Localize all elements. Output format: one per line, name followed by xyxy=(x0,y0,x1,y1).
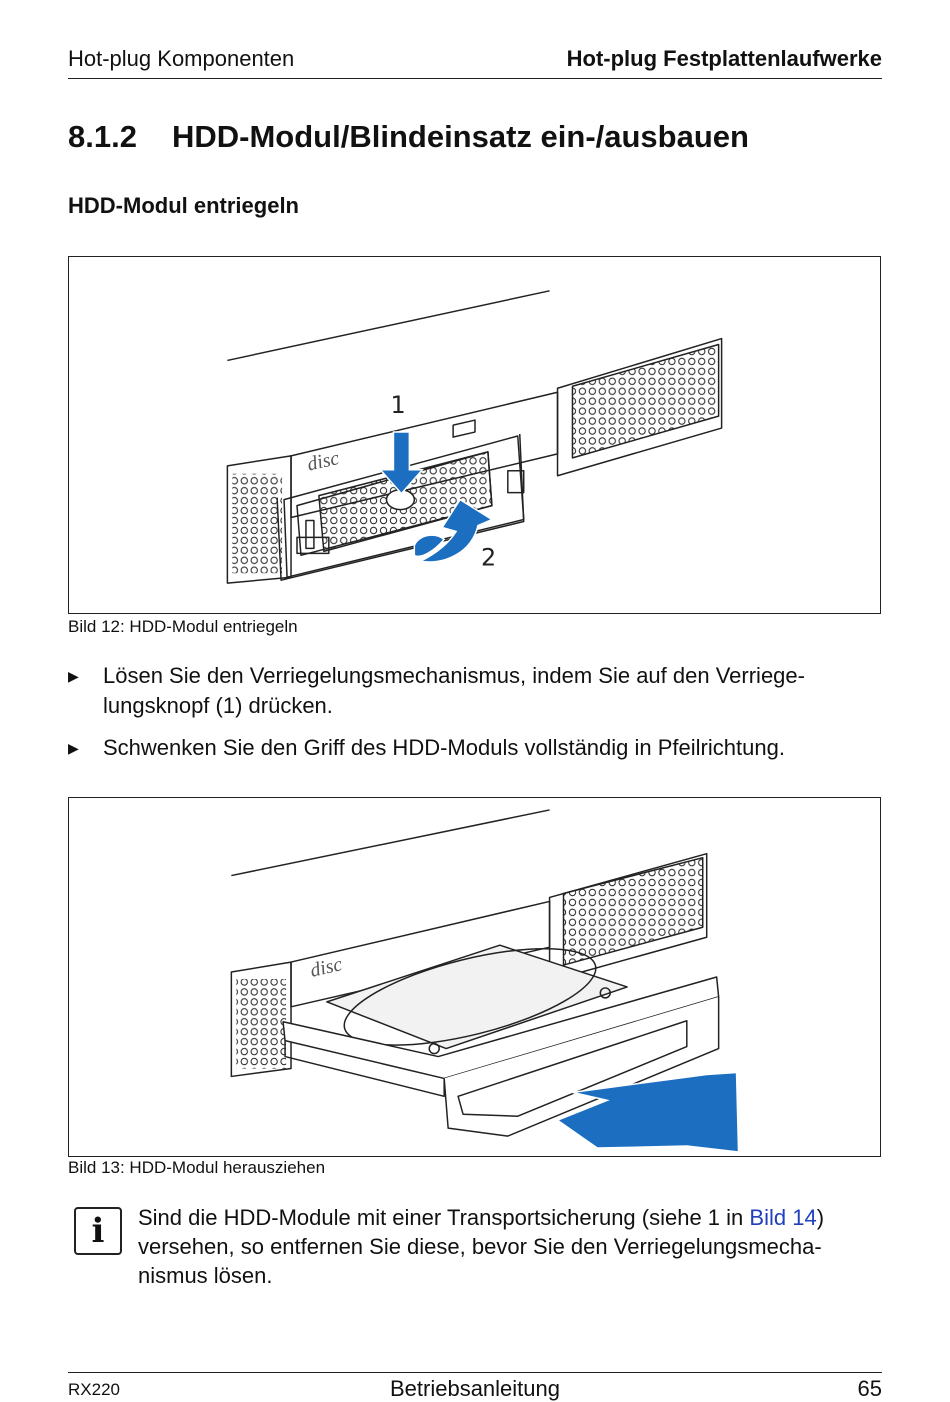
running-header-section: Hot-plug Festplattenlaufwerke xyxy=(566,46,882,71)
info-icon: i xyxy=(74,1207,122,1255)
info-note: Sind die HDD-Module mit einer Transports… xyxy=(138,1205,825,1288)
bullet-text: Lösen Sie den Verriegelungsmechanismus, … xyxy=(103,663,805,718)
figure-hdd-unlock: disc 1 2 xyxy=(68,256,881,614)
hdd-pull-out-illustration: disc xyxy=(230,809,740,1153)
bullet-item: ▶ Schwenken Sie den Griff des HDD-Moduls… xyxy=(68,733,868,763)
bullet-marker-icon: ▶ xyxy=(68,668,79,684)
subheading: HDD-Modul entriegeln xyxy=(68,193,299,218)
section-title: HDD-Modul/Blindeinsatz ein-/ausbauen xyxy=(172,119,749,154)
press-arrow-icon xyxy=(378,431,424,495)
bullet-marker-icon: ▶ xyxy=(68,740,79,756)
pull-out-arrow-icon xyxy=(555,1071,740,1153)
figure-caption-13: Bild 13: HDD-Modul herausziehen xyxy=(68,1158,326,1177)
figure-hdd-pull-out: disc xyxy=(68,797,881,1157)
callout-1: 1 xyxy=(390,391,405,419)
swing-arrow-icon xyxy=(417,498,494,563)
footer-rule xyxy=(68,1372,882,1373)
figure-reference-link[interactable]: Bild 14 xyxy=(749,1205,817,1230)
hdd-unlock-illustration: disc 1 2 xyxy=(226,290,723,584)
figure-caption-12: Bild 12: HDD-Modul entriegeln xyxy=(68,617,298,636)
running-header-chapter: Hot-plug Komponenten xyxy=(68,46,295,71)
callout-2: 2 xyxy=(481,543,496,571)
page-number: 65 xyxy=(857,1376,882,1401)
section-number: 8.1.2 xyxy=(68,119,137,154)
bullet-item: ▶ Lösen Sie den Verriegelungsmechanismus… xyxy=(68,661,868,721)
bullet-text: Schwenken Sie den Griff des HDD-Moduls v… xyxy=(103,735,785,760)
footer-model: RX220 xyxy=(68,1380,120,1399)
header-rule xyxy=(68,78,882,79)
footer-title: Betriebsanleitung xyxy=(389,1376,560,1401)
